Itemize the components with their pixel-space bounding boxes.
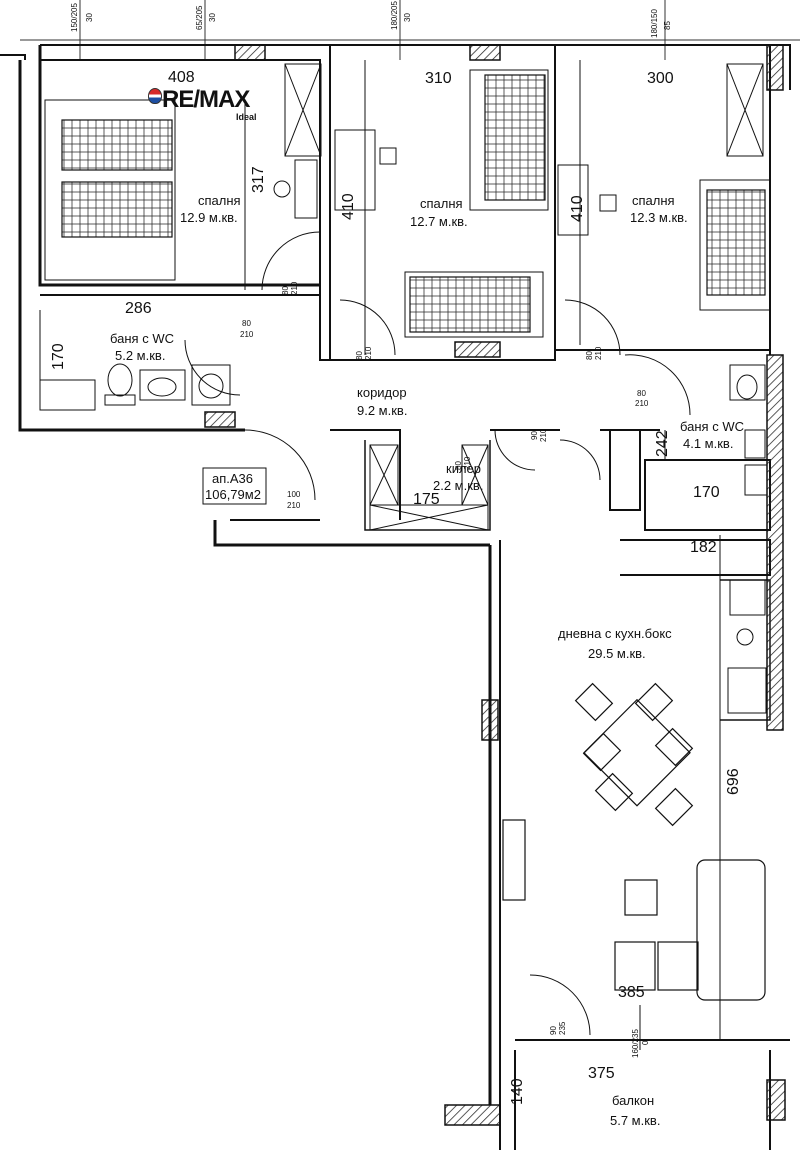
code-d5b: 210 — [635, 399, 649, 408]
code-d3: 80 — [355, 351, 364, 360]
room-area-bedroom3: 12.3 м.кв. — [630, 210, 688, 225]
beds — [61, 74, 766, 333]
dimension-lines — [39, 60, 721, 1050]
code-d7b: 210 — [287, 501, 301, 510]
room-area-bath1: 5.2 м.кв. — [115, 348, 165, 363]
code-d1: 80 — [281, 286, 290, 295]
logo-sub: Ideal — [236, 112, 257, 122]
room-name-living: дневна с кухн.бокс — [558, 626, 672, 641]
dim-385: 385 — [618, 984, 645, 1001]
code-d6: 90 — [530, 431, 539, 440]
doors — [184, 231, 691, 1036]
dim-140: 140 — [509, 1078, 526, 1105]
room-name-bedroom2: спалня — [420, 196, 463, 211]
dim-182: 182 — [690, 539, 717, 556]
code-d10: 80 — [454, 461, 463, 470]
room-name-corridor: коридор — [357, 385, 407, 400]
room-name-bath1: баня с WC — [110, 331, 174, 346]
code-d2: 80 — [242, 319, 251, 328]
code-d8: 90 — [549, 1026, 558, 1035]
dim-410-b: 410 — [569, 195, 586, 222]
room-area-corridor: 9.2 м.кв. — [357, 403, 407, 418]
kitchen — [727, 579, 767, 714]
code-d4b: 210 — [594, 346, 603, 360]
code-d1b: 210 — [290, 281, 299, 295]
room-area-bedroom1: 12.9 м.кв. — [180, 210, 238, 225]
dim-300: 300 — [647, 70, 674, 87]
room-name-bedroom3: спалня — [632, 193, 675, 208]
code-top4: 180/150 — [650, 9, 659, 38]
room-name-storage: килер — [446, 461, 481, 476]
dim-242: 242 — [654, 430, 671, 457]
room-area-balcony: 5.7 м.кв. — [610, 1113, 660, 1128]
code-d2b: 210 — [240, 330, 254, 339]
room-area-storage: 2.2 м.кв. — [433, 478, 483, 493]
room-area-living: 29.5 м.кв. — [588, 646, 646, 661]
room-area-bedroom2: 12.7 м.кв. — [410, 214, 468, 229]
dim-170-a: 170 — [50, 343, 67, 370]
code-top2: 65/205 — [195, 5, 204, 30]
living-furniture — [502, 819, 766, 1001]
code-top1: 150/205 — [70, 3, 79, 32]
logo-brand: RE/MAX — [162, 86, 250, 113]
dining-set — [574, 682, 694, 827]
dim-410-a: 410 — [340, 193, 357, 220]
code-d8b: 235 — [558, 1021, 567, 1035]
code-top4b: 85 — [663, 21, 672, 30]
room-area-bath2: 4.1 м.кв. — [683, 436, 733, 451]
dim-175: 175 — [413, 491, 440, 508]
code-d9b: 0 — [641, 1040, 650, 1045]
dim-286: 286 — [125, 300, 152, 317]
balloon-icon — [148, 88, 162, 104]
dim-317: 317 — [250, 166, 267, 193]
top-guides — [20, 0, 800, 60]
wardrobes — [284, 63, 764, 531]
dim-375: 375 — [588, 1065, 615, 1082]
desks — [273, 129, 617, 236]
bed-frames — [44, 69, 771, 338]
code-top1b: 30 — [85, 13, 94, 22]
apartment-label-box — [202, 467, 267, 505]
code-top3: 180/205 — [390, 1, 399, 30]
code-d6b: 210 — [539, 428, 548, 442]
apartment-name: ап.А36 — [212, 471, 253, 486]
room-name-bedroom1: спалня — [198, 193, 241, 208]
code-d9: 160/235 — [631, 1029, 640, 1058]
code-d7: 100 — [287, 490, 301, 499]
code-top3b: 30 — [403, 13, 412, 22]
dim-408: 408 — [168, 69, 195, 86]
code-d5: 80 — [637, 389, 646, 398]
dim-696: 696 — [725, 768, 742, 795]
dim-170-b: 170 — [693, 484, 720, 501]
dim-310: 310 — [425, 70, 452, 87]
window-hatches — [204, 44, 786, 1126]
apartment-area: 106,79м2 — [205, 487, 261, 502]
room-name-balcony: балкон — [612, 1093, 654, 1108]
code-d3b: 210 — [364, 346, 373, 360]
code-top2b: 30 — [208, 13, 217, 22]
code-d4: 80 — [585, 351, 594, 360]
remax-logo: RE/MAX Ideal — [142, 84, 262, 124]
room-name-bath2: баня с WC — [680, 419, 744, 434]
code-d10b: 210 — [463, 456, 472, 470]
